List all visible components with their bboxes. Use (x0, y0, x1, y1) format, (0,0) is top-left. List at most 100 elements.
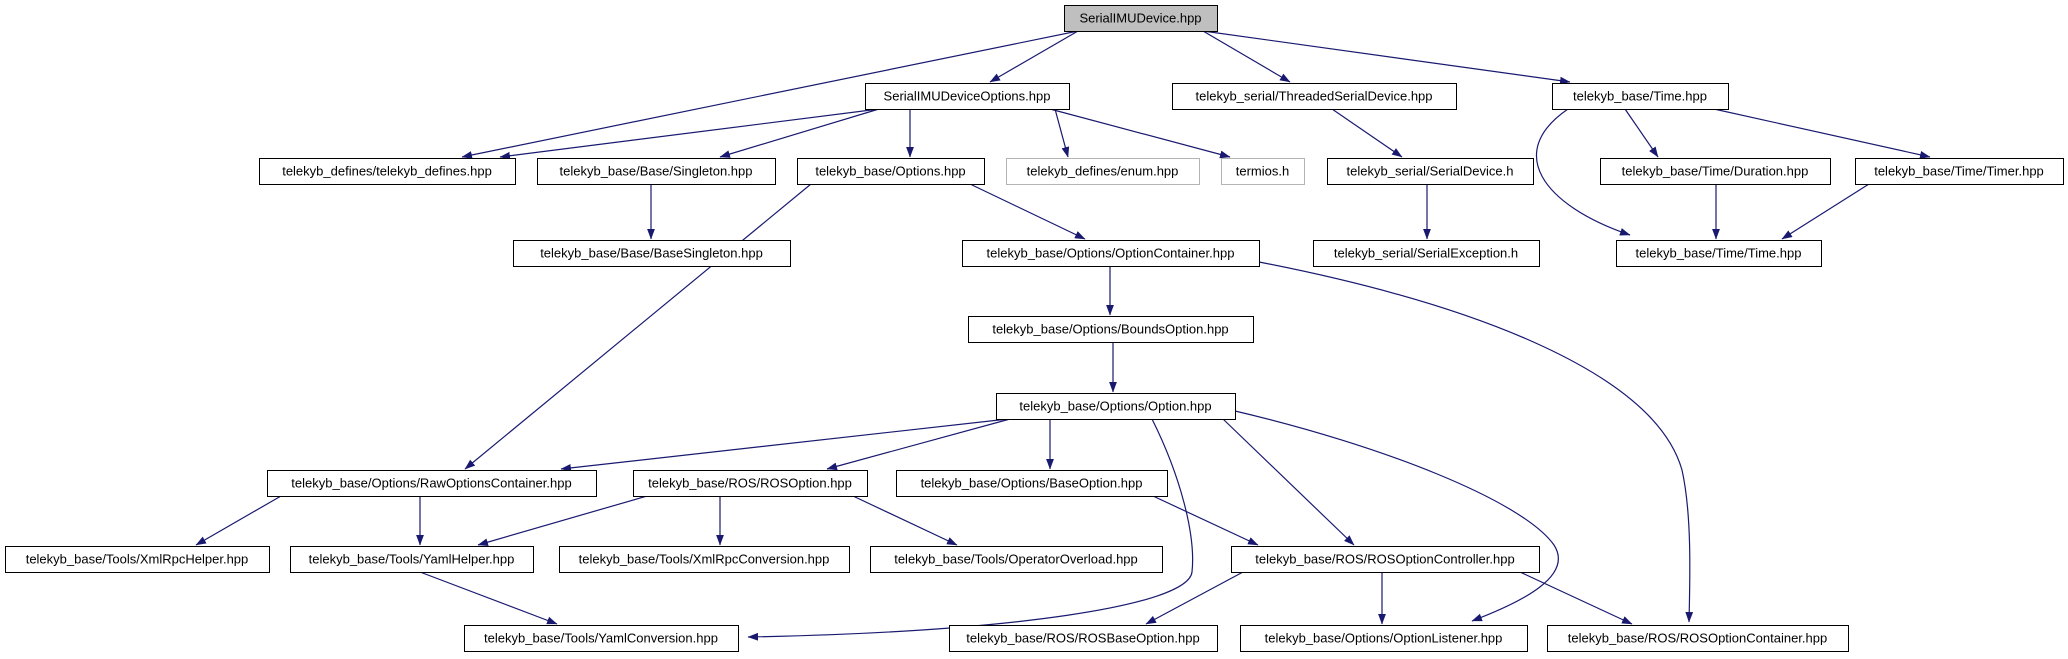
node-label: telekyb_base/Base/BaseSingleton.hpp (540, 246, 763, 261)
node-termios[interactable]: termios.h (1221, 158, 1305, 185)
node-basesingleton[interactable]: telekyb_base/Base/BaseSingleton.hpp (513, 240, 791, 267)
node-label: telekyb_defines/telekyb_defines.hpp (282, 164, 492, 179)
node-yamlhelper[interactable]: telekyb_base/Tools/YamlHelper.hpp (290, 546, 534, 573)
node-duration[interactable]: telekyb_base/Time/Duration.hpp (1600, 158, 1831, 185)
node-telekyb-defines[interactable]: telekyb_defines/telekyb_defines.hpp (259, 158, 516, 185)
edge-time-to-timer (1713, 108, 1931, 159)
node-box (1327, 158, 1534, 185)
node-label: telekyb_base/Tools/YamlHelper.hpp (309, 552, 515, 567)
node-optionlistener[interactable]: telekyb_base/Options/OptionListener.hpp (1240, 625, 1528, 652)
edge-options-to-optioncontainer (969, 183, 1086, 240)
edge-optioncontainer-to-rosoptioncontainer (1258, 261, 1694, 623)
node-label: telekyb_base/Options/BoundsOption.hpp (992, 322, 1228, 337)
edge-yamlhelper-to-yamlconversion (419, 571, 558, 625)
node-box (1552, 83, 1729, 110)
node-label: telekyb_base/Options/OptionContainer.hpp (987, 246, 1235, 261)
node-rosoption[interactable]: telekyb_base/ROS/ROSOption.hpp (633, 470, 868, 497)
node-enum[interactable]: telekyb_defines/enum.hpp (1006, 158, 1200, 185)
node-rosoptioncontroller[interactable]: telekyb_base/ROS/ROSOptionController.hpp (1231, 546, 1540, 573)
node-operatoroverload[interactable]: telekyb_base/Tools/OperatorOverload.hpp (870, 546, 1163, 573)
node-rawoptionscontainer[interactable]: telekyb_base/Options/RawOptionsContainer… (267, 470, 597, 497)
node-label: termios.h (1236, 164, 1289, 179)
node-box (513, 240, 791, 267)
edge-rosoptioncontroller-to-rosoptioncontainer (1519, 571, 1633, 625)
node-box (1547, 625, 1849, 652)
node-box (865, 83, 1070, 110)
edge-serialimudevice-to-time (1202, 30, 1571, 85)
node-threadedserialdevice[interactable]: telekyb_serial/ThreadedSerialDevice.hpp (1172, 83, 1457, 110)
node-singleton[interactable]: telekyb_base/Base/Singleton.hpp (537, 158, 776, 185)
node-box (267, 470, 597, 497)
node-label: telekyb_base/Tools/YamlConversion.hpp (484, 631, 718, 646)
edge-option-to-rawoptionscontainer (560, 418, 1009, 472)
node-label: telekyb_serial/ThreadedSerialDevice.hpp (1195, 89, 1432, 104)
edge-serialimudevice-to-telekyb-defines (461, 30, 1079, 159)
node-label: telekyb_base/Tools/OperatorOverload.hpp (894, 552, 1138, 567)
node-yamlconversion[interactable]: telekyb_base/Tools/YamlConversion.hpp (464, 625, 739, 652)
node-label: telekyb_base/ROS/ROSOptionContainer.hpp (1568, 631, 1827, 646)
node-label: telekyb_base/Options/RawOptionsContainer… (291, 476, 571, 491)
node-rosbaseoption[interactable]: telekyb_base/ROS/ROSBaseOption.hpp (949, 625, 1218, 652)
node-baseoption[interactable]: telekyb_base/Options/BaseOption.hpp (896, 470, 1168, 497)
edge-options-to-rawoptionscontainer (464, 183, 812, 470)
node-box (537, 158, 776, 185)
node-box (896, 470, 1168, 497)
node-options[interactable]: telekyb_base/Options.hpp (797, 158, 985, 185)
edge-serialimudeviceoptions-to-telekyb-defines (499, 108, 880, 160)
node-box (1231, 546, 1540, 573)
node-box (1221, 158, 1305, 185)
edge-threadedserialdevice-to-serialdevice (1331, 108, 1403, 158)
edge-time-to-timetime (1536, 108, 1631, 236)
node-label: telekyb_serial/SerialDevice.h (1347, 164, 1514, 179)
edge-option-to-rosoption (826, 418, 1011, 471)
edge-option-to-optionlistener (1234, 410, 1559, 622)
node-serialexception[interactable]: telekyb_serial/SerialException.h (1313, 240, 1540, 267)
node-box (633, 470, 868, 497)
node-label: SerialIMUDevice.hpp (1079, 11, 1201, 26)
node-box (949, 625, 1218, 652)
node-label: telekyb_base/ROS/ROSOptionController.hpp (1255, 552, 1514, 567)
edge-option-to-rosoptioncontroller (1222, 418, 1355, 546)
node-box (797, 158, 985, 185)
node-box (5, 546, 270, 573)
node-optioncontainer[interactable]: telekyb_base/Options/OptionContainer.hpp (962, 240, 1260, 267)
node-box (1172, 83, 1457, 110)
node-boundsoption[interactable]: telekyb_base/Options/BoundsOption.hpp (968, 316, 1254, 343)
node-label: telekyb_base/Options/BaseOption.hpp (921, 476, 1143, 491)
node-timer[interactable]: telekyb_base/Time/Timer.hpp (1855, 158, 2064, 185)
node-box (870, 546, 1163, 573)
node-serialimudevice[interactable]: SerialIMUDevice.hpp (1064, 5, 1218, 32)
node-label: telekyb_base/Time/Duration.hpp (1622, 164, 1809, 179)
edge-serialimudeviceoptions-to-singleton (719, 108, 880, 158)
node-label: telekyb_base/Tools/XmlRpcHelper.hpp (26, 552, 249, 567)
node-label: telekyb_base/Base/Singleton.hpp (560, 164, 753, 179)
node-option[interactable]: telekyb_base/Options/Option.hpp (996, 393, 1236, 420)
edge-serialimudevice-to-threadedserialdevice (1202, 30, 1291, 83)
node-box (968, 316, 1254, 343)
node-serialimudeviceoptions[interactable]: SerialIMUDeviceOptions.hpp (865, 83, 1070, 110)
node-label: telekyb_base/Time/Time.hpp (1636, 246, 1802, 261)
node-box (1064, 5, 1218, 32)
node-box (996, 393, 1236, 420)
edge-rawoptionscontainer-to-xmlrpchelper (195, 495, 282, 546)
edge-rosoptioncontroller-to-rosbaseoption (1145, 571, 1244, 625)
node-timetime[interactable]: telekyb_base/Time/Time.hpp (1616, 240, 1822, 267)
node-rosoptioncontainer[interactable]: telekyb_base/ROS/ROSOptionContainer.hpp (1547, 625, 1849, 652)
node-label: telekyb_base/Options.hpp (815, 164, 965, 179)
node-label: telekyb_base/Options/OptionListener.hpp (1265, 631, 1503, 646)
node-label: telekyb_base/ROS/ROSOption.hpp (648, 476, 852, 491)
node-box (290, 546, 534, 573)
node-xmlrpchelper[interactable]: telekyb_base/Tools/XmlRpcHelper.hpp (5, 546, 270, 573)
node-serialdevice[interactable]: telekyb_serial/SerialDevice.h (1327, 158, 1534, 185)
node-xmlrpcconversion[interactable]: telekyb_base/Tools/XmlRpcConversion.hpp (559, 546, 850, 573)
node-box (259, 158, 516, 185)
node-label: telekyb_base/Options/Option.hpp (1019, 399, 1211, 414)
node-box (1313, 240, 1540, 267)
node-label: telekyb_base/Time.hpp (1573, 89, 1707, 104)
node-label: telekyb_defines/enum.hpp (1027, 164, 1179, 179)
node-time[interactable]: telekyb_base/Time.hpp (1552, 83, 1729, 110)
node-label: telekyb_base/Tools/XmlRpcConversion.hpp (579, 552, 830, 567)
edge-serialimudevice-to-serialimudeviceoptions (989, 30, 1079, 83)
